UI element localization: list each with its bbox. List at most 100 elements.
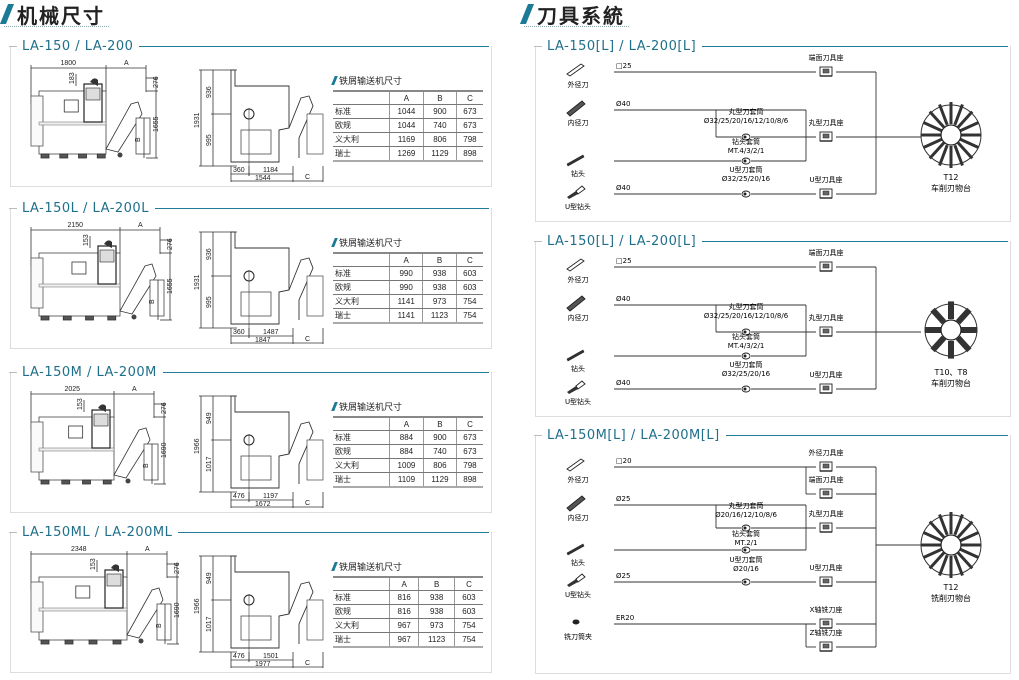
side-conveyor	[288, 581, 314, 644]
sleeve-bore	[743, 192, 747, 196]
column-header: C	[455, 252, 483, 267]
machine-foot	[59, 153, 69, 159]
header-dash	[9, 45, 17, 47]
machine-window	[71, 261, 87, 275]
turret-blade	[956, 520, 974, 539]
dim-width-label: 2025	[65, 386, 81, 393]
holder-label: X轴铣刀座	[810, 605, 843, 614]
title-slash-icon	[331, 238, 338, 247]
sleeve-bore	[743, 135, 747, 139]
chip-conveyor-table-title: 铁屑输送机尺寸	[331, 74, 483, 87]
turret-icon	[924, 301, 978, 359]
conveyor-bin	[135, 117, 151, 155]
row-label: 瑞士	[333, 632, 390, 648]
holder-label: Z轴铣刀座	[810, 628, 843, 637]
sleeve-spec: MT.2/1	[735, 539, 758, 547]
dim-d2-label: 1197	[263, 493, 278, 500]
machine-foot	[102, 479, 112, 485]
cell-value: 806	[422, 132, 457, 147]
holder-label: U型刀具座	[809, 175, 842, 184]
dim-h1-label: 183	[69, 72, 76, 84]
holder-bore	[822, 263, 830, 269]
u-drill-icon	[567, 380, 586, 394]
holder-bore	[822, 68, 830, 74]
sleeve-icon	[741, 352, 751, 360]
od-tool-shape	[566, 63, 585, 77]
cell-value: 1044	[389, 104, 424, 119]
tool-label: 外径刀	[568, 80, 589, 89]
turret-model: T10、T8	[933, 368, 967, 377]
turret-blade	[959, 547, 980, 559]
row-label: 标准	[333, 104, 390, 119]
holder-label: U型刀具座	[809, 563, 842, 572]
column-header: A	[388, 576, 419, 591]
turret-rim	[920, 514, 982, 576]
cell-value: 884	[389, 444, 424, 459]
tool-holder-icon	[819, 131, 833, 142]
turret-name: 铣削刃物台	[931, 593, 971, 603]
control-screen	[99, 249, 115, 263]
conveyor-bin	[156, 603, 172, 641]
dim-c-label: C	[305, 660, 310, 667]
machine-foot	[96, 153, 106, 159]
dim-d1-label: 476	[233, 493, 245, 500]
cell-value: 938	[422, 266, 457, 281]
tool-holder-icon	[819, 383, 833, 394]
dim-b-label: B	[149, 299, 156, 304]
cell-value: 1123	[422, 308, 457, 324]
od-tool-icon	[566, 458, 585, 472]
machine-band	[38, 607, 128, 612]
dim-d2-label: 1487	[263, 329, 279, 336]
table-title-text: 铁屑输送机尺寸	[339, 403, 403, 413]
dim-a-label: A	[124, 60, 129, 67]
dim-upper-label: 949	[206, 412, 213, 424]
machine-foot	[40, 479, 50, 485]
sleeve-bore	[743, 387, 747, 391]
column-header: B	[422, 416, 457, 431]
cell-value: 754	[455, 294, 483, 309]
table-title-text: 铁屑输送机尺寸	[339, 563, 403, 573]
cell-value: 900	[422, 104, 457, 119]
cell-value: 1123	[418, 632, 455, 648]
cell-value: 754	[455, 308, 483, 324]
row-label: 标准	[333, 266, 390, 281]
dim-c-label: C	[305, 336, 310, 343]
tool-holder-icon	[819, 461, 833, 472]
id-tool-icon	[566, 100, 586, 117]
dim-h3-label: 1655	[153, 116, 160, 132]
dim-width-label: 1800	[61, 60, 77, 67]
table-title-text: 铁屑输送机尺寸	[339, 239, 403, 249]
sleeve-name: U型刀套筒	[729, 165, 762, 174]
cell-value: 1269	[389, 146, 424, 162]
machine-side-cover	[30, 421, 44, 473]
machine-foot	[107, 315, 117, 321]
turret-hub	[940, 124, 962, 146]
sleeve-icon	[741, 328, 751, 336]
cell-value: 900	[422, 430, 457, 445]
machine-side-cover	[30, 95, 44, 147]
row-label: 瑞士	[333, 308, 390, 324]
chip-conveyor	[119, 263, 157, 315]
id-tool-icon	[566, 495, 586, 512]
cell-value: 898	[455, 146, 483, 162]
cell-value: 798	[455, 132, 483, 147]
row-label: 欧规	[333, 280, 390, 295]
sleeve-icon	[741, 385, 751, 393]
sleeve-bore	[743, 354, 747, 358]
dim-width-label: 2150	[68, 222, 84, 229]
section-header: LA-150M / LA-200M	[9, 363, 489, 381]
header-rule	[702, 240, 1008, 242]
